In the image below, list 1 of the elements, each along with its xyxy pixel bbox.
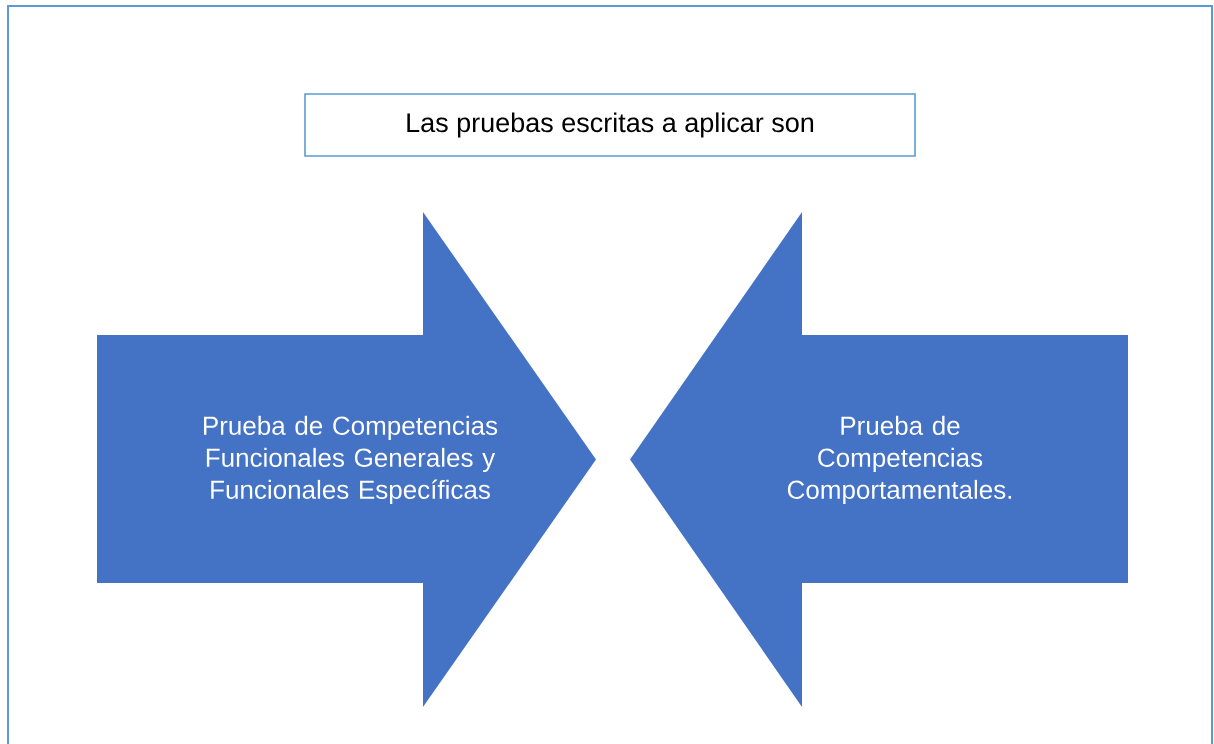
title-box: Las pruebas escritas a aplicar son bbox=[304, 93, 916, 157]
